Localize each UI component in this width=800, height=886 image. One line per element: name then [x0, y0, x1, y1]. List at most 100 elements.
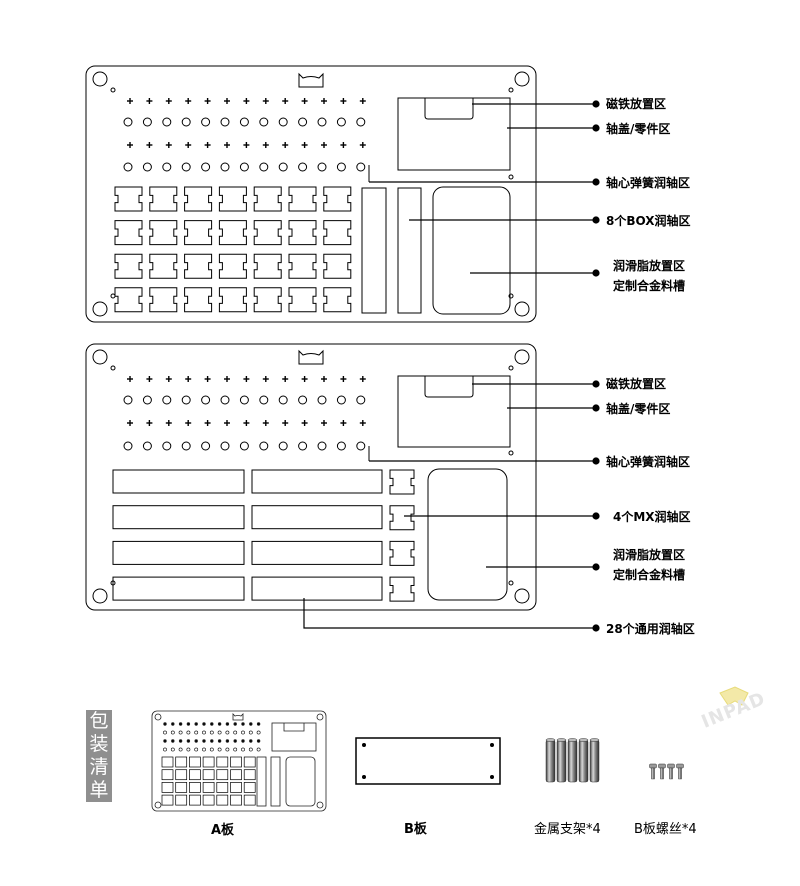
packing-item-a-board-drawing [151, 710, 327, 812]
board-a-magnet-slot [424, 98, 474, 120]
mini-cross-hole [202, 722, 206, 726]
mini-box-slot [175, 794, 188, 806]
caption-a-board: A板 [211, 822, 235, 838]
cross-hole [224, 420, 230, 426]
cross-hole [185, 142, 192, 148]
mini-box-slot [202, 794, 215, 806]
mini-box-slot [161, 782, 174, 793]
box-switch-slot [323, 186, 352, 212]
round-hole [278, 441, 288, 451]
cross-hole [359, 376, 366, 382]
mini-box-slot [189, 794, 201, 806]
mini-round-hole [217, 730, 222, 735]
general-lube-slot [251, 505, 383, 530]
board-b-pin-hole [508, 365, 514, 371]
mini-round-hole [194, 747, 199, 752]
box-switch-slot [253, 253, 282, 279]
board-b-callouts [303, 380, 600, 632]
board-a-screw-hole-tl [92, 71, 108, 87]
mini-cross-hole [233, 739, 237, 743]
board-a-pin-hole [110, 87, 116, 93]
cross-hole [359, 420, 366, 426]
box-switch-slot [114, 186, 143, 212]
cross-hole [262, 420, 269, 426]
mini-box-slot [175, 756, 188, 768]
board-a-screw-hole-bl [92, 301, 108, 317]
mini-cross-hole [225, 739, 230, 743]
cross-hole [340, 142, 347, 148]
round-hole [356, 117, 366, 127]
board-a [85, 65, 537, 323]
cross-hole [146, 98, 153, 104]
general-lube-slot [112, 505, 245, 530]
round-hole [298, 117, 308, 127]
mini-cross-hole [217, 739, 222, 743]
screw-head [658, 763, 666, 769]
cross-hole [224, 376, 230, 382]
cross-hole [146, 142, 153, 148]
board-b [85, 343, 537, 611]
mx-switch-slot [389, 576, 415, 602]
mini-round-hole [241, 730, 245, 735]
packing-list-char: 清 [89, 756, 109, 778]
cross-hole [321, 142, 327, 148]
mini-cross-hole [171, 739, 175, 743]
mini-round-hole [209, 730, 214, 735]
round-hole [317, 395, 327, 405]
round-hole [336, 395, 346, 405]
mini-cross-hole [202, 739, 206, 743]
mini-round-hole [248, 747, 253, 752]
board-a-label-grease-2: 定制合金料槽 [613, 278, 685, 293]
cross-hole [301, 98, 308, 104]
mini-box-slot [230, 794, 242, 806]
round-hole [123, 441, 133, 451]
box-switch-slot [288, 186, 317, 212]
mini-box-slot [216, 756, 229, 768]
box-switch-slot [184, 287, 213, 313]
round-hole [220, 117, 230, 127]
round-hole [278, 117, 288, 127]
board-b-screw-hole-br [514, 588, 530, 604]
round-hole [278, 395, 288, 405]
round-hole [336, 162, 346, 172]
round-hole [123, 162, 133, 172]
mx-switch-slot [389, 469, 415, 495]
box-switch-slot [184, 186, 213, 212]
caption-screw: B板螺丝*4 [634, 822, 697, 837]
standoff-top [556, 738, 567, 742]
round-hole [317, 162, 327, 172]
cross-hole [282, 142, 289, 148]
board-a-label-box: 8个BOX润轴区 [606, 213, 691, 228]
cross-hole [301, 376, 308, 382]
mini-round-hole [163, 747, 167, 752]
mini-cross-hole [217, 722, 222, 726]
general-lube-slot [112, 576, 245, 601]
mini-round-hole [202, 730, 206, 735]
packing-list-char: 装 [89, 733, 109, 755]
board-b-circle-row-2 [123, 441, 366, 451]
board-a-grease-area [432, 186, 511, 315]
round-hole [239, 117, 249, 127]
mini-a-box-grid [161, 756, 256, 806]
box-switch-slot [149, 186, 178, 212]
mini-box-slot [175, 769, 188, 781]
round-hole [278, 162, 288, 172]
board-b-screw-hole-tl [92, 349, 108, 365]
mini-cross-hole [171, 722, 175, 726]
board-a-circle-row-1 [123, 117, 366, 127]
board-a-box-switch-grid [114, 186, 352, 313]
board-a-pin-hole [508, 174, 514, 180]
box-switch-slot [218, 287, 247, 313]
mini-round-hole [170, 747, 175, 752]
board-b-general-slot-grid [112, 469, 383, 601]
round-hole [181, 117, 191, 127]
board-a-long-slot-1 [361, 187, 387, 314]
mini-cross-hole [241, 739, 245, 743]
round-hole [142, 395, 152, 405]
box-switch-slot [323, 287, 352, 313]
board-a-magnet-area [397, 97, 511, 171]
mini-round-hole [209, 747, 214, 752]
screw-shank [651, 767, 655, 780]
mini-round-hole [241, 747, 245, 752]
round-hole [317, 441, 327, 451]
